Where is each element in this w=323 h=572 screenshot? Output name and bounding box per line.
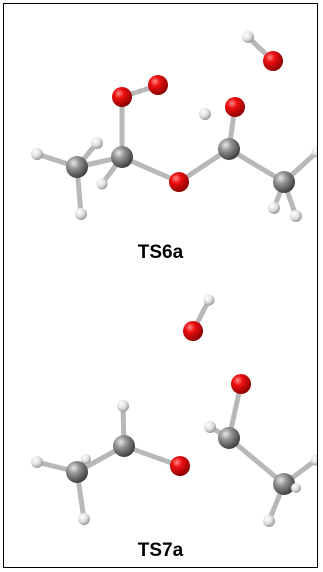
ts6a-atoms (31, 31, 317, 222)
hydrogen-atom (290, 210, 302, 222)
oxygen-atom (183, 321, 203, 341)
structure-ts6a (31, 31, 317, 222)
hydrogen-atom (203, 294, 215, 306)
hydrogen-atom (242, 31, 254, 43)
oxygen-atom (170, 456, 190, 476)
bond-c-c (226, 435, 287, 487)
hydrogen-atom (96, 178, 108, 190)
carbon-atom (218, 138, 240, 160)
structure-ts7a (31, 294, 317, 527)
ts7a-atoms (31, 294, 317, 527)
carbon-atom (273, 171, 295, 193)
hydrogen-atom (204, 421, 216, 433)
hydrogen-atom (75, 208, 87, 220)
structure-label-bottom: TS7a (137, 540, 184, 561)
hydrogen-atom (311, 146, 317, 158)
hydrogen-atom (81, 454, 91, 464)
hydrogen-atom (31, 456, 43, 468)
carbon-atom (66, 156, 88, 178)
hydrogen-atom (268, 202, 280, 214)
carbon-atom (111, 146, 133, 168)
carbon-atom (218, 427, 240, 449)
structure-label-top: TS6a (137, 242, 184, 263)
hydrogen-atom (31, 148, 43, 160)
hydrogen-atom (78, 513, 90, 525)
oxygen-atom (225, 97, 245, 117)
hydrogen-atom (117, 400, 129, 412)
molecular-structures-canvas (31, 31, 317, 527)
hydrogen-atom (291, 483, 301, 493)
oxygen-atom (148, 75, 168, 95)
hydrogen-atom (199, 108, 211, 120)
carbon-atom (113, 435, 135, 457)
oxygen-atom (231, 374, 251, 394)
hydrogen-atom (263, 515, 275, 527)
hydrogen-atom (310, 454, 317, 466)
carbon-atom (66, 461, 88, 483)
carbon-atom (273, 473, 295, 495)
oxygen-atom (112, 87, 132, 107)
oxygen-atom (263, 51, 283, 71)
figure-frame: TS6a TS7a (3, 3, 318, 568)
hydrogen-atom (91, 137, 103, 149)
oxygen-atom (169, 172, 189, 192)
